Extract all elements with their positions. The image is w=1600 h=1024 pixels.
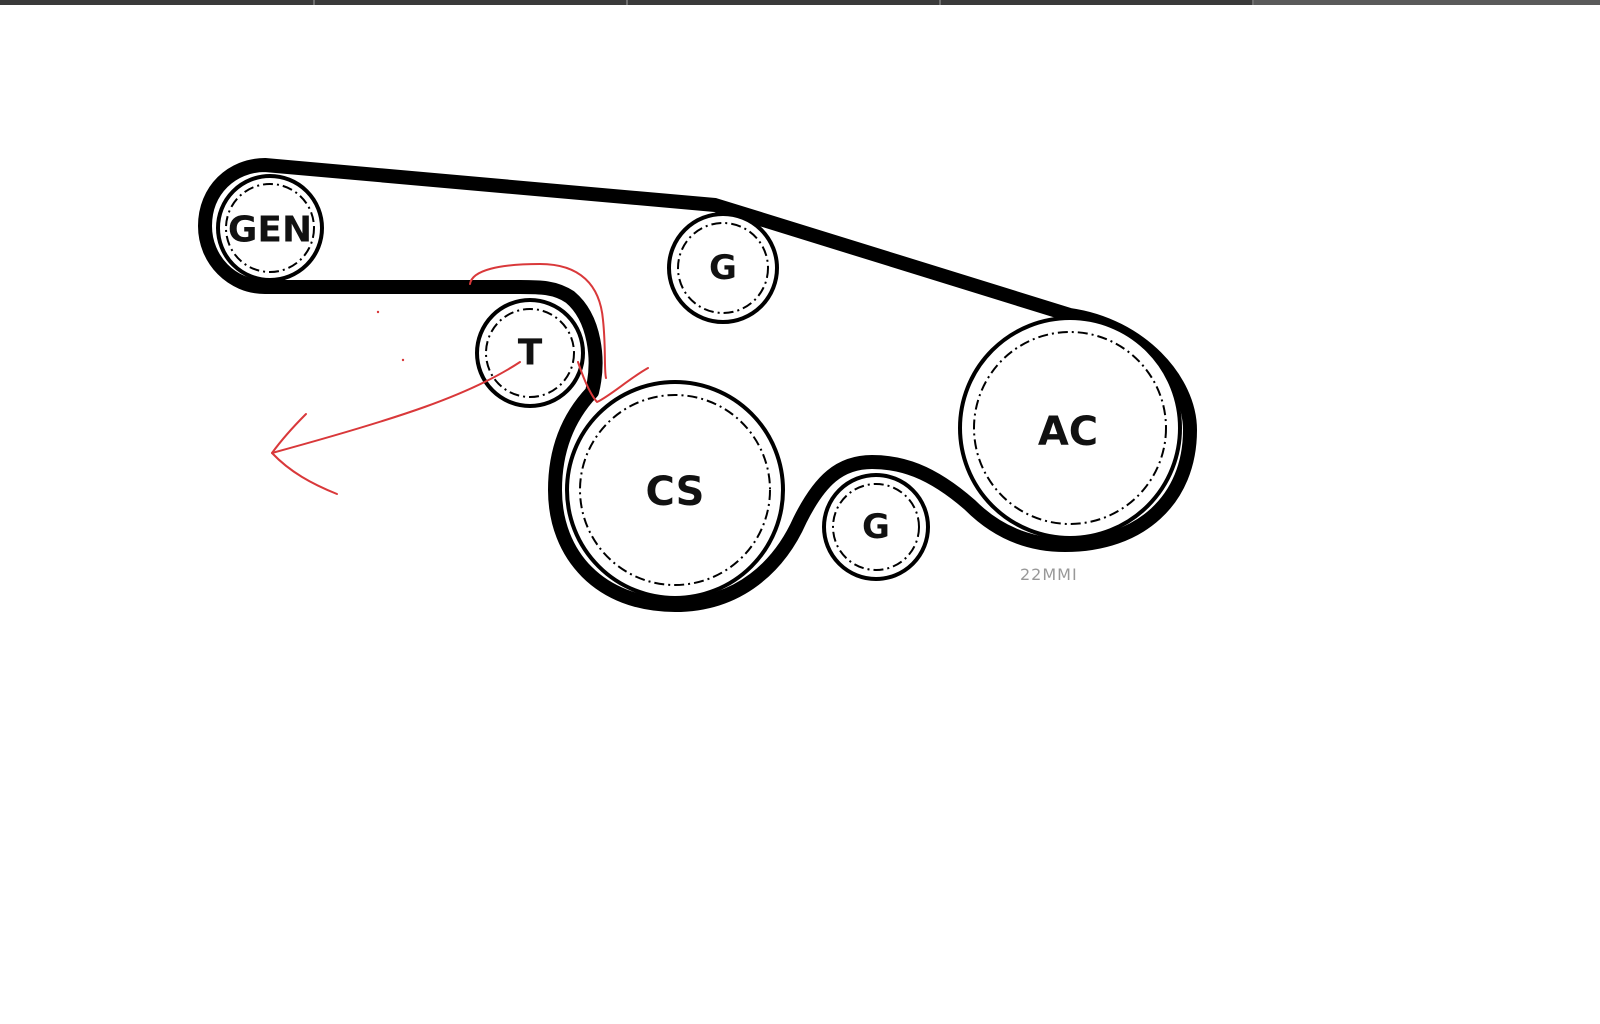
pulley-label-crankshaft: CS — [646, 469, 705, 515]
pulley-gen: GEN — [216, 174, 324, 282]
top-bar-segment — [941, 0, 1254, 5]
window-top-bar — [0, 0, 1600, 5]
annotation-hook — [577, 361, 649, 403]
pulley-idler-bottom: G — [822, 473, 930, 581]
annotation-curve-around-tensioner — [469, 263, 607, 379]
annotation-arrow-head — [271, 413, 338, 495]
part-code-label: 22MMI — [1020, 565, 1078, 584]
annotation-dot — [376, 310, 380, 314]
annotation-arrow-shaft — [271, 361, 521, 454]
top-bar-segment — [628, 0, 941, 5]
pulley-crankshaft: CS — [565, 380, 785, 600]
pulley-idler-top: G — [667, 212, 779, 324]
top-bar-segment — [0, 0, 315, 5]
pulley-label-ac: AC — [1038, 409, 1098, 455]
pulley-ac: AC — [958, 316, 1182, 540]
pulley-tensioner: T — [475, 298, 585, 408]
pulley-label-idler-top: G — [709, 248, 737, 288]
pulley-label-tensioner: T — [518, 333, 543, 374]
pulley-label-gen: GEN — [228, 210, 312, 251]
serpentine-belt — [198, 158, 1197, 612]
top-bar-segment — [315, 0, 628, 5]
annotation-dot — [401, 358, 405, 362]
top-bar-segment — [1254, 0, 1600, 5]
pulley-label-idler-bottom: G — [862, 507, 890, 547]
